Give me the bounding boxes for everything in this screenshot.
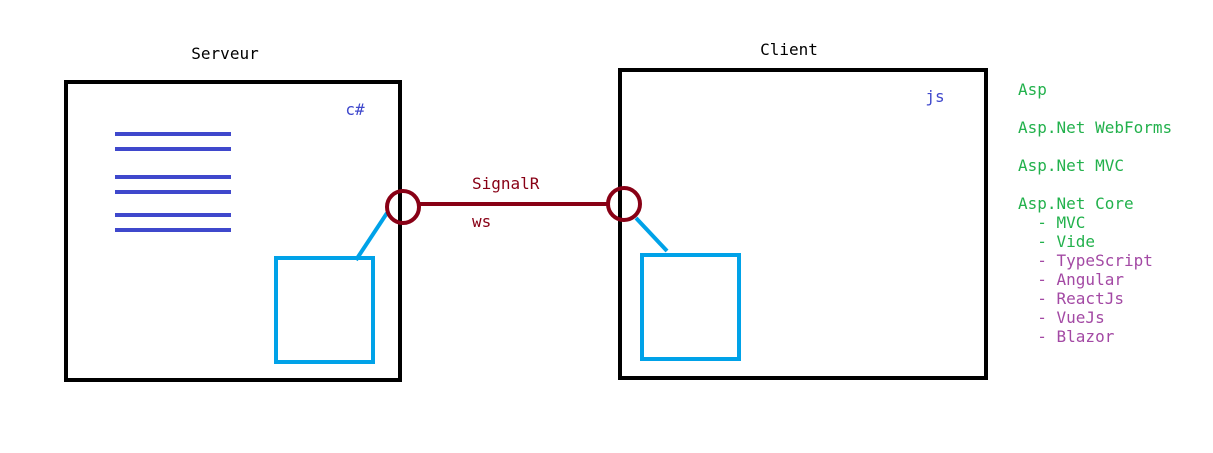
- tech-subitem-typescript: - TypeScript: [1018, 251, 1153, 270]
- server-module-box: [274, 256, 375, 364]
- tech-item-webforms: Asp.Net WebForms: [1018, 118, 1172, 137]
- tech-subitem-vuejs: - VueJs: [1018, 308, 1105, 327]
- server-module-link: [354, 211, 389, 262]
- tech-item-mvc: Asp.Net MVC: [1018, 156, 1124, 175]
- connection-protocol-label: SignalR: [472, 174, 540, 193]
- tech-subitem-mvc: - MVC: [1018, 213, 1085, 232]
- client-module-link: [634, 216, 669, 253]
- tech-subitem-vide: - Vide: [1018, 232, 1095, 251]
- tech-list: Asp Asp.Net WebForms Asp.Net MVC Asp.Net…: [1018, 80, 1172, 346]
- client-language-label: js: [925, 87, 944, 106]
- server-title: Serveur: [191, 44, 259, 63]
- server-endpoint-circle: [385, 189, 421, 225]
- server-language-label: c#: [345, 100, 365, 119]
- tech-subitem-blazor: - Blazor: [1018, 327, 1115, 346]
- client-box: [618, 68, 988, 380]
- client-endpoint-circle: [606, 186, 642, 222]
- tech-subitem-reactjs: - ReactJs: [1018, 289, 1124, 308]
- tech-item-core: Asp.Net Core: [1018, 194, 1134, 213]
- client-module-box: [640, 253, 741, 361]
- connection-transport-label: ws: [472, 212, 491, 231]
- server-box: [64, 80, 402, 382]
- server-code-lines: [115, 132, 231, 232]
- tech-item-asp: Asp: [1018, 80, 1047, 99]
- client-title: Client: [760, 40, 818, 59]
- tech-subitem-angular: - Angular: [1018, 270, 1124, 289]
